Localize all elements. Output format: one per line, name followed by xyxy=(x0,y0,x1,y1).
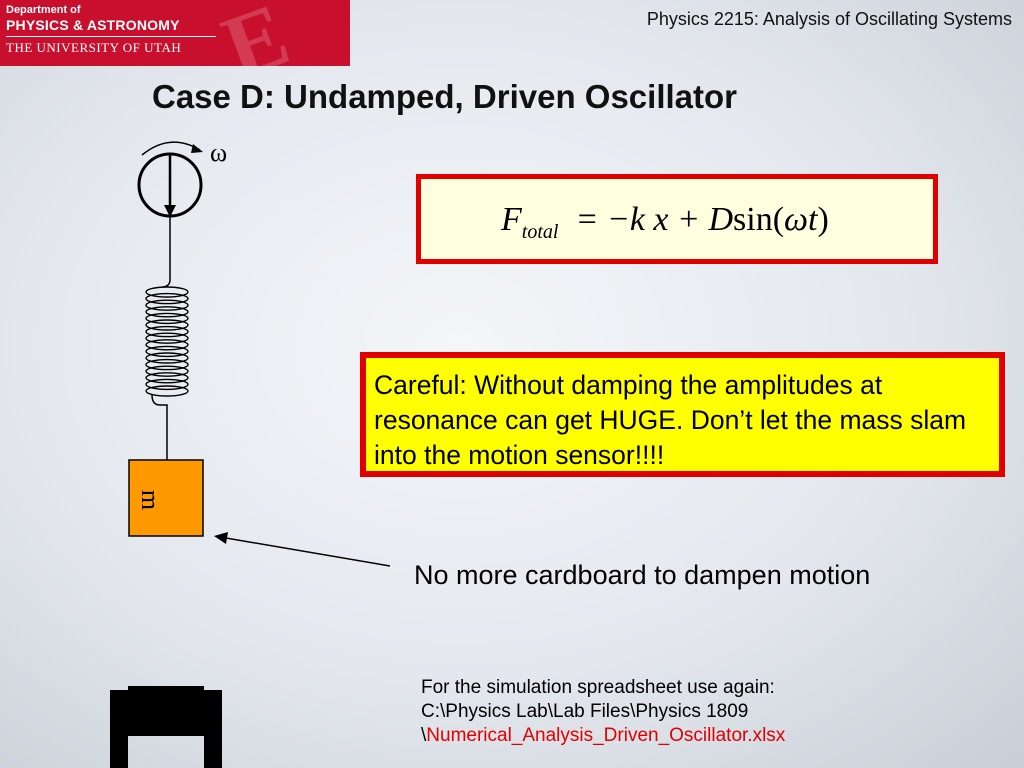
force-equation: Ftotal = −k x + Dsin(ωt) xyxy=(501,201,829,244)
spring-coil xyxy=(145,358,189,371)
eq-terms: = −k x + D xyxy=(575,201,734,238)
spring-coil xyxy=(145,306,189,318)
eq-subscript: total xyxy=(521,221,559,243)
pointer-arrowhead-icon xyxy=(214,532,228,544)
spring-coil xyxy=(145,339,189,351)
eq-force-symbol: F xyxy=(501,201,522,238)
spring-coil xyxy=(145,299,189,311)
simulation-note: For the simulation spreadsheet use again… xyxy=(421,676,785,748)
warning-box: Careful: Without damping the amplitudes … xyxy=(360,352,1005,477)
string xyxy=(162,217,171,288)
logo-university: THE UNIVERSITY OF UTAH xyxy=(6,40,182,55)
spring-coil xyxy=(145,319,189,331)
wheel-pointer-icon xyxy=(164,205,176,217)
spring xyxy=(145,286,189,397)
mass-label: m xyxy=(136,489,166,511)
spring-coil xyxy=(145,352,189,364)
motion-sensor-icon xyxy=(110,686,222,768)
course-title: Physics 2215: Analysis of Oscillating Sy… xyxy=(646,9,1012,29)
spreadsheet-link[interactable]: Numerical_Analysis_Driven_Oscillator.xls… xyxy=(426,725,786,746)
logo-dept-line: Department of xyxy=(6,4,81,16)
mass-block xyxy=(128,459,204,537)
cardboard-caption: No more cardboard to dampen motion xyxy=(414,560,871,590)
spring-coil xyxy=(145,292,189,305)
sim-path-prefix: \ xyxy=(421,725,427,746)
spring-coil xyxy=(145,365,189,377)
spring-coil xyxy=(145,286,189,298)
rotation-arrowhead-icon xyxy=(191,144,203,153)
spring-coil xyxy=(145,345,189,358)
logo-rule xyxy=(6,36,216,37)
logo-dept-name: PHYSICS & ASTRONOMY xyxy=(6,17,180,33)
spring-coil xyxy=(145,385,189,397)
spring-coil xyxy=(145,378,189,391)
sim-line-2: C:\Physics Lab\Lab Files\Physics 1809 xyxy=(421,701,749,722)
omega-label: ω xyxy=(210,138,228,167)
spring-coil xyxy=(145,332,189,344)
sim-line-3: \Numerical_Analysis_Driven_Oscillator.xl… xyxy=(421,724,785,748)
spring-coil xyxy=(145,312,189,325)
force-equation-box: Ftotal = −k x + Dsin(ωt) xyxy=(416,174,938,264)
sim-line-1: For the simulation spreadsheet use again… xyxy=(421,677,775,698)
spring-bottom-lead xyxy=(151,394,168,460)
pointer-arrow-line xyxy=(225,537,391,567)
department-logo: Department of PHYSICS & ASTRONOMY THE UN… xyxy=(0,0,350,66)
spring-coil xyxy=(145,372,189,384)
spring-coil xyxy=(145,325,189,338)
eq-close-paren: ) xyxy=(817,201,829,238)
eq-omega-t: ωt xyxy=(784,201,818,238)
eq-sin: sin( xyxy=(733,201,785,238)
slide-title: Case D: Undamped, Driven Oscillator xyxy=(152,78,737,115)
